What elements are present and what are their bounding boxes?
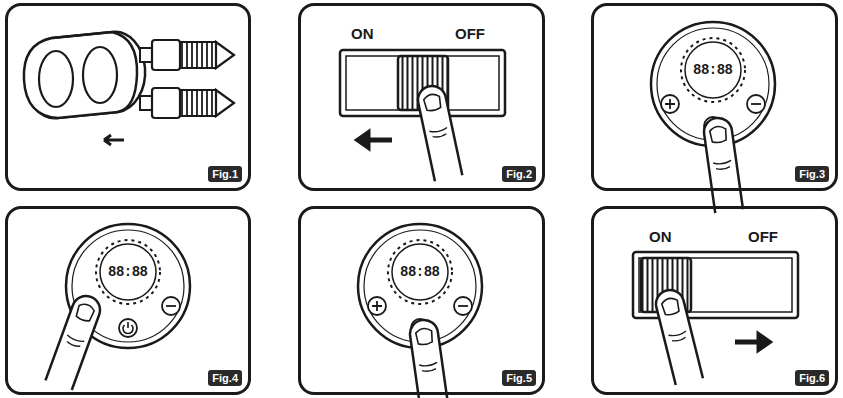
figure-panel: Fig.3 xyxy=(591,3,838,191)
figure-number: Fig.3 xyxy=(795,166,829,182)
finger xyxy=(653,287,703,385)
finger xyxy=(702,116,743,213)
arrow xyxy=(358,133,392,147)
figure-number: Fig.5 xyxy=(502,370,536,386)
figure-number: Fig.6 xyxy=(795,370,829,386)
arrow xyxy=(735,335,769,349)
switch-label: ON xyxy=(649,228,672,245)
switch-label: OFF xyxy=(748,228,778,245)
figure-panel: Fig.6 xyxy=(591,206,838,395)
finger xyxy=(415,83,462,181)
figure-number: Fig.1 xyxy=(208,166,242,182)
plug xyxy=(140,40,234,70)
arrow xyxy=(104,135,124,145)
switch-label: OFF xyxy=(455,25,485,42)
switch-label: ON xyxy=(351,25,374,42)
socket xyxy=(24,32,145,118)
figure-panel: Fig.2 xyxy=(298,3,545,191)
figure-panel: Fig.1 xyxy=(5,3,251,191)
display-digits: 88:88 xyxy=(693,62,733,78)
finger xyxy=(408,318,449,398)
figure-number: Fig.4 xyxy=(208,370,242,386)
figure-number: Fig.2 xyxy=(502,166,536,182)
plug xyxy=(140,88,234,118)
figure-panel: Fig.4 xyxy=(5,206,251,395)
display-digits: 88:88 xyxy=(108,264,148,280)
figure-panel: Fig.5 xyxy=(298,206,545,395)
display-digits: 88:88 xyxy=(400,264,440,280)
finger xyxy=(45,292,103,390)
